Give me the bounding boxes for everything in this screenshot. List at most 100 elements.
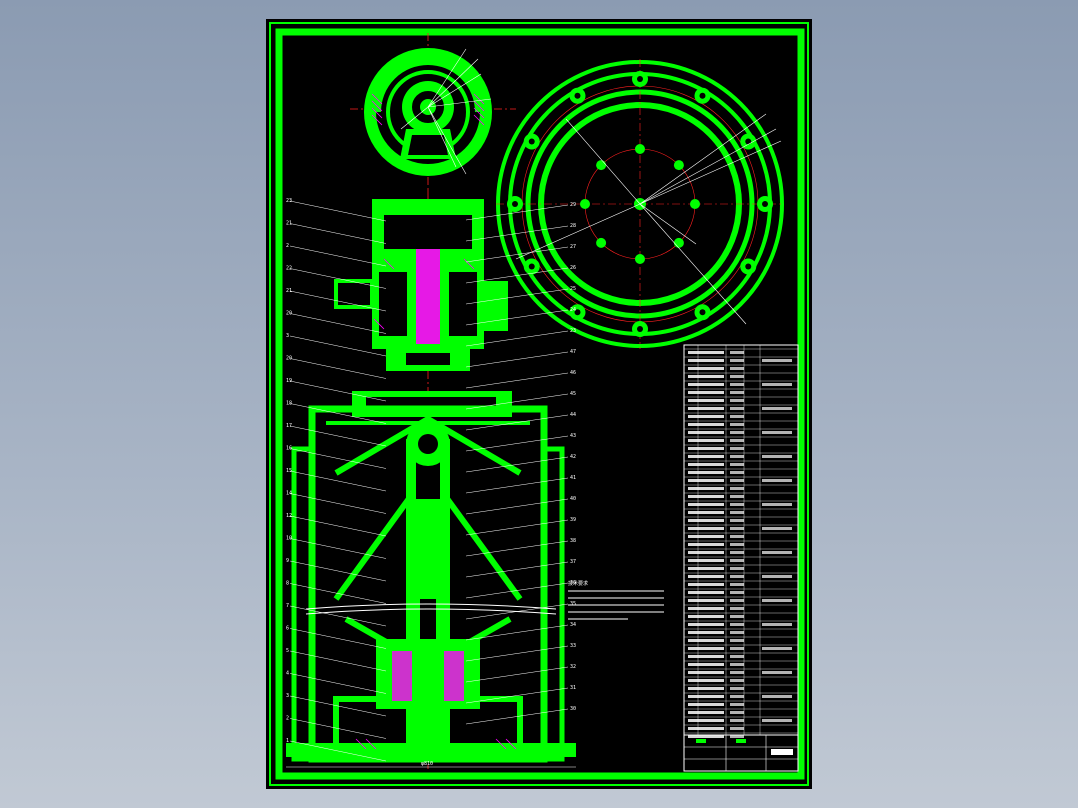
inner-hole bbox=[635, 144, 645, 154]
balloon-label: 23 bbox=[286, 198, 292, 204]
parts-row-text bbox=[688, 567, 724, 570]
bolt-hole bbox=[745, 138, 752, 145]
parts-row-material bbox=[762, 647, 792, 650]
parts-row-qty bbox=[730, 375, 744, 378]
parts-row-text bbox=[688, 367, 724, 370]
leader-line bbox=[465, 330, 569, 347]
leader-line bbox=[465, 309, 569, 326]
leader-line bbox=[465, 225, 569, 242]
parts-row-qty bbox=[730, 407, 744, 410]
parts-row-text bbox=[688, 735, 724, 738]
leader-line bbox=[289, 245, 387, 267]
leader-line bbox=[289, 493, 387, 514]
parts-row-material bbox=[762, 623, 792, 626]
parts-row-text bbox=[688, 695, 724, 698]
parts-row-qty bbox=[730, 447, 744, 450]
balloon-label: 10 bbox=[286, 536, 292, 542]
bolt-hole bbox=[637, 76, 643, 82]
leader-line bbox=[289, 605, 387, 627]
bolt-hole bbox=[637, 326, 643, 332]
balloon-label: 38 bbox=[570, 538, 576, 544]
inner-hole bbox=[596, 237, 607, 248]
parts-row-text bbox=[688, 431, 724, 434]
parts-row-material bbox=[762, 671, 792, 674]
parts-row-text bbox=[688, 359, 724, 362]
leader-line bbox=[465, 456, 569, 473]
parts-row-text bbox=[688, 399, 724, 402]
balloon-label: 7 bbox=[286, 603, 289, 609]
balloon-label: 44 bbox=[570, 412, 576, 418]
inner-hole bbox=[580, 199, 590, 209]
leader-line bbox=[289, 403, 387, 424]
balloon-label: 17 bbox=[286, 423, 292, 429]
leader-line bbox=[289, 718, 387, 739]
balloon-label: 32 bbox=[570, 664, 576, 670]
balloon-label: 20 bbox=[286, 311, 292, 317]
leader-line bbox=[289, 515, 387, 537]
balloon-label: 23 bbox=[570, 328, 576, 334]
balloon-label: 19 bbox=[286, 378, 292, 384]
parts-row-text bbox=[688, 351, 724, 354]
parts-row-material bbox=[762, 599, 792, 602]
inner-hole bbox=[596, 160, 607, 171]
balloon-label: 22 bbox=[286, 266, 292, 272]
balloon-label: 3 bbox=[286, 333, 289, 339]
balloon-label: 29 bbox=[570, 202, 576, 208]
parts-row-text bbox=[688, 439, 724, 442]
bolt-hole bbox=[745, 263, 752, 270]
parts-row-text bbox=[688, 559, 724, 562]
parts-row-qty bbox=[730, 415, 744, 418]
parts-row-material bbox=[762, 407, 792, 410]
leader-line bbox=[465, 708, 569, 725]
leader-line bbox=[465, 414, 569, 431]
leader-line bbox=[289, 560, 387, 582]
parts-row-text bbox=[688, 623, 724, 626]
parts-row-qty bbox=[730, 719, 744, 722]
parts-row-qty bbox=[730, 455, 744, 458]
balloon-label: 2 bbox=[286, 716, 289, 722]
balloon-label: 28 bbox=[570, 223, 576, 229]
parts-row-text bbox=[688, 719, 724, 722]
inner-hole bbox=[635, 254, 645, 264]
parts-row-qty bbox=[730, 663, 744, 666]
leader-line bbox=[289, 650, 387, 672]
parts-row-text bbox=[688, 663, 724, 666]
balloon-label: 4 bbox=[286, 671, 289, 677]
parts-row-qty bbox=[730, 519, 744, 522]
parts-row-text bbox=[688, 487, 724, 490]
parts-row-qty bbox=[730, 423, 744, 426]
balloon-label: 20 bbox=[286, 356, 292, 362]
bolt-hole bbox=[762, 201, 768, 207]
parts-row-text bbox=[688, 607, 724, 610]
parts-row-qty bbox=[730, 487, 744, 490]
balloon-label: 47 bbox=[570, 349, 576, 355]
balloon-label: 14 bbox=[286, 491, 292, 497]
parts-row-qty bbox=[730, 567, 744, 570]
parts-row-qty bbox=[730, 463, 744, 466]
balloon-label: 21 bbox=[286, 221, 292, 227]
parts-row-material bbox=[762, 551, 792, 554]
balloon-label: 21 bbox=[286, 288, 292, 294]
main-section: φ810 bbox=[286, 189, 576, 769]
leader-line bbox=[465, 246, 569, 263]
parts-row-qty bbox=[730, 383, 744, 386]
balloon-label: 30 bbox=[570, 706, 576, 712]
leader-line bbox=[289, 335, 387, 357]
parts-row-qty bbox=[730, 551, 744, 554]
parts-row-qty bbox=[730, 351, 744, 354]
balloon-label: 26 bbox=[570, 265, 576, 271]
balloon-label: 40 bbox=[570, 496, 576, 502]
balloon-label: 37 bbox=[570, 559, 576, 565]
balloon-label: 6 bbox=[286, 626, 289, 632]
bolt-hole bbox=[699, 309, 706, 316]
parts-row-text bbox=[688, 471, 724, 474]
leader-line bbox=[465, 561, 569, 578]
inner-hole bbox=[673, 237, 684, 248]
leader-line bbox=[465, 645, 569, 662]
parts-row-text bbox=[688, 495, 724, 498]
parts-row-qty bbox=[730, 479, 744, 482]
parts-row-material bbox=[762, 503, 792, 506]
parts-list bbox=[683, 344, 799, 772]
leader-line bbox=[465, 687, 569, 704]
parts-row-text bbox=[688, 631, 724, 634]
